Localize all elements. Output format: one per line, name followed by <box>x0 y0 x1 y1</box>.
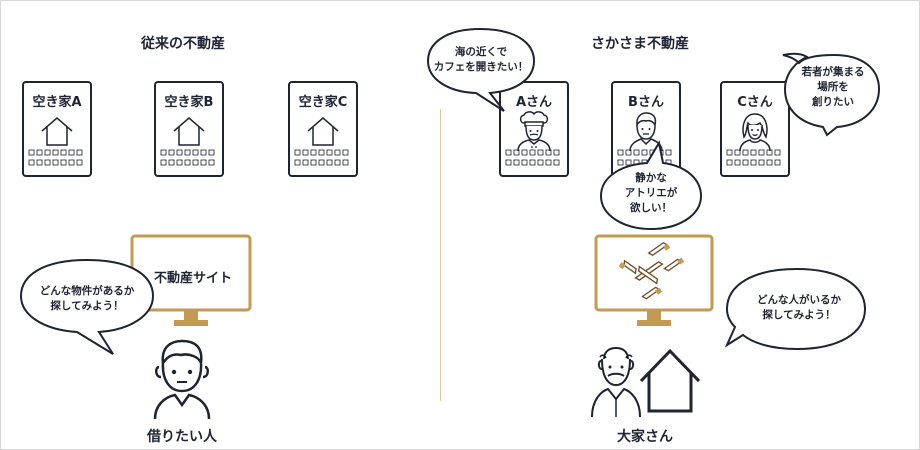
bubble-line: どんな人がいるか <box>757 294 841 306</box>
landlord-caption: 大家さん <box>617 429 673 445</box>
bubble-line: 若者が集まる <box>801 66 865 78</box>
bubble-text: 静かな アトリエが 欲しい！ <box>601 171 701 216</box>
text-placeholder-icon <box>294 149 349 166</box>
bubble-line: 場所を <box>817 81 849 93</box>
bubble-line: アトリエが <box>624 187 678 199</box>
bubble-line: どんな物件があるか <box>39 285 135 297</box>
speech-bubble <box>782 52 881 137</box>
traditional-section-title: 従来の不動産 <box>141 36 225 52</box>
landlord-person-icon <box>591 346 641 418</box>
bubble-line: 欲しい！ <box>630 202 672 214</box>
vacant-house-card-a: 空き家A <box>22 81 92 177</box>
speech-bubble <box>426 27 536 112</box>
speech-bubble <box>599 140 703 231</box>
text-placeholder-icon <box>160 149 215 166</box>
bubble-line: 探してみよう！ <box>762 309 836 321</box>
section-divider <box>440 109 441 401</box>
vacant-house-card-c: 空き家C <box>288 81 358 177</box>
card-label: Cさん <box>737 95 773 110</box>
woman-icon <box>739 113 771 152</box>
monitor-label: 不動産サイト <box>153 271 232 286</box>
card-label: 空き家B <box>164 95 214 110</box>
bubble-line: 静かな <box>635 172 667 184</box>
person-card-c: Cさん <box>720 81 790 177</box>
speech-bubble <box>724 267 867 351</box>
house-icon <box>639 348 701 413</box>
vacant-house-card-b: 空き家B <box>154 81 224 177</box>
reverse-logo-icon <box>618 242 685 300</box>
house-icon <box>307 117 339 146</box>
bubble-text: どんな人がいるか 探してみよう！ <box>735 293 863 323</box>
renter-person-icon <box>153 339 211 420</box>
card-label: 空き家A <box>32 95 82 110</box>
person-card-b: Bさん <box>611 81 681 177</box>
bubble-text: 若者が集まる 場所を 創りたい <box>787 65 879 110</box>
house-icon <box>41 117 73 146</box>
card-label: 空き家C <box>298 95 348 110</box>
text-placeholder-icon <box>505 149 560 166</box>
chef-icon <box>517 111 551 152</box>
bubble-line: 探してみよう！ <box>50 300 124 312</box>
house-icon <box>173 117 205 146</box>
bubble-line: 海の近くで <box>454 46 508 58</box>
renter-caption: 借りたい人 <box>147 429 217 445</box>
reverse-site-monitor <box>594 234 714 326</box>
bubble-text: どんな物件があるか 探してみよう！ <box>21 284 153 314</box>
bubble-text: 海の近くで カフェを開きたい！ <box>428 45 534 75</box>
bubble-line: カフェを開きたい！ <box>433 61 529 73</box>
card-label: Aさん <box>515 95 553 110</box>
reverse-section-title: さかさま不動産 <box>591 36 689 52</box>
text-placeholder-icon <box>28 149 83 166</box>
card-label: Bさん <box>628 95 664 110</box>
speech-bubble <box>19 258 155 355</box>
person-card-a: Aさん <box>499 81 569 177</box>
bubble-line: 創りたい <box>812 96 854 108</box>
text-placeholder-icon <box>726 149 781 166</box>
